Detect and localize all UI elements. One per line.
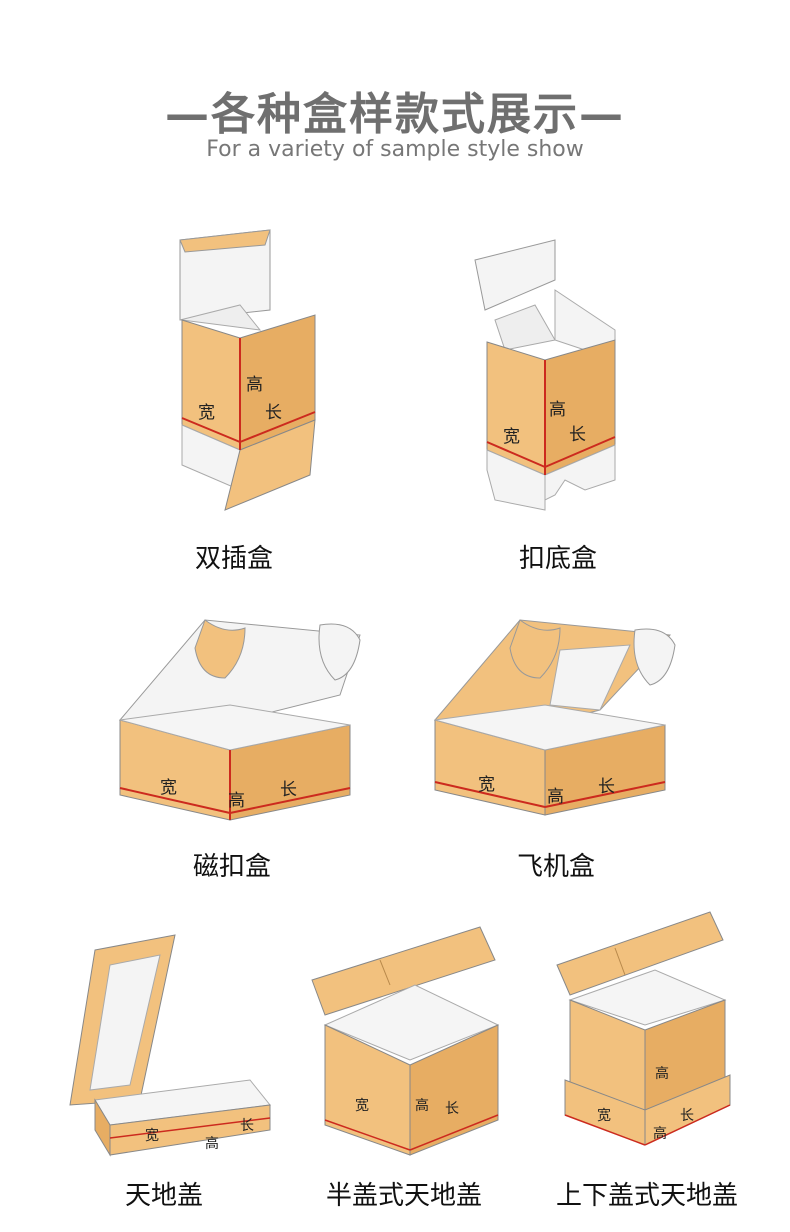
height-label: 高	[547, 787, 564, 807]
width-label: 宽	[145, 1127, 159, 1144]
width-label: 宽	[478, 775, 495, 795]
box-caption-double-tuck: 双插盒	[194, 544, 273, 574]
length-label: 长	[265, 403, 282, 423]
box-caption-magnetic: 磁扣盒	[192, 852, 271, 882]
width-label: 宽	[160, 778, 177, 798]
width-label: 宽	[597, 1107, 611, 1124]
height-label: 高	[655, 1065, 669, 1082]
length-label: 长	[598, 777, 615, 797]
height-label: 高	[246, 375, 263, 395]
height-label: 高	[205, 1135, 219, 1152]
box-caption-lid-and-base: 天地盖	[124, 1181, 203, 1211]
height-label: 高	[415, 1097, 429, 1114]
length-label: 长	[445, 1101, 459, 1117]
page-title: —各种盒样款式展示—	[165, 89, 625, 140]
magnetic-box-illustration: 宽 高 长	[118, 619, 361, 821]
box-caption-half-lid: 半盖式天地盖	[325, 1181, 482, 1211]
width-label: 宽	[198, 403, 215, 423]
top-bottom-lid-box-illustration: 高 宽 高 长	[556, 911, 731, 1146]
length-label: 长	[569, 425, 586, 445]
lid-and-base-box-illustration: 宽 高 长	[69, 934, 271, 1157]
length-label: 长	[680, 1108, 694, 1124]
length-label: 长	[240, 1118, 254, 1134]
height-label: 高	[228, 791, 245, 811]
double-tuck-box-illustration: 宽 高 长	[179, 229, 316, 511]
box-caption-snap-bottom: 扣底盒	[518, 544, 597, 574]
half-lid-box-illustration: 宽 高 长	[311, 926, 500, 1156]
length-label: 长	[280, 780, 297, 800]
page-subtitle: For a variety of sample style show	[206, 137, 584, 162]
snap-bottom-box-illustration: 宽 高 长	[474, 239, 616, 511]
width-label: 宽	[355, 1097, 369, 1114]
box-caption-top-bottom-lid: 上下盖式天地盖	[555, 1181, 738, 1211]
width-label: 宽	[503, 427, 520, 447]
height-label: 高	[549, 400, 566, 420]
height-label-base: 高	[653, 1125, 667, 1142]
box-caption-mailer: 飞机盒	[516, 852, 595, 882]
mailer-box-illustration: 宽 高 长	[433, 619, 676, 816]
